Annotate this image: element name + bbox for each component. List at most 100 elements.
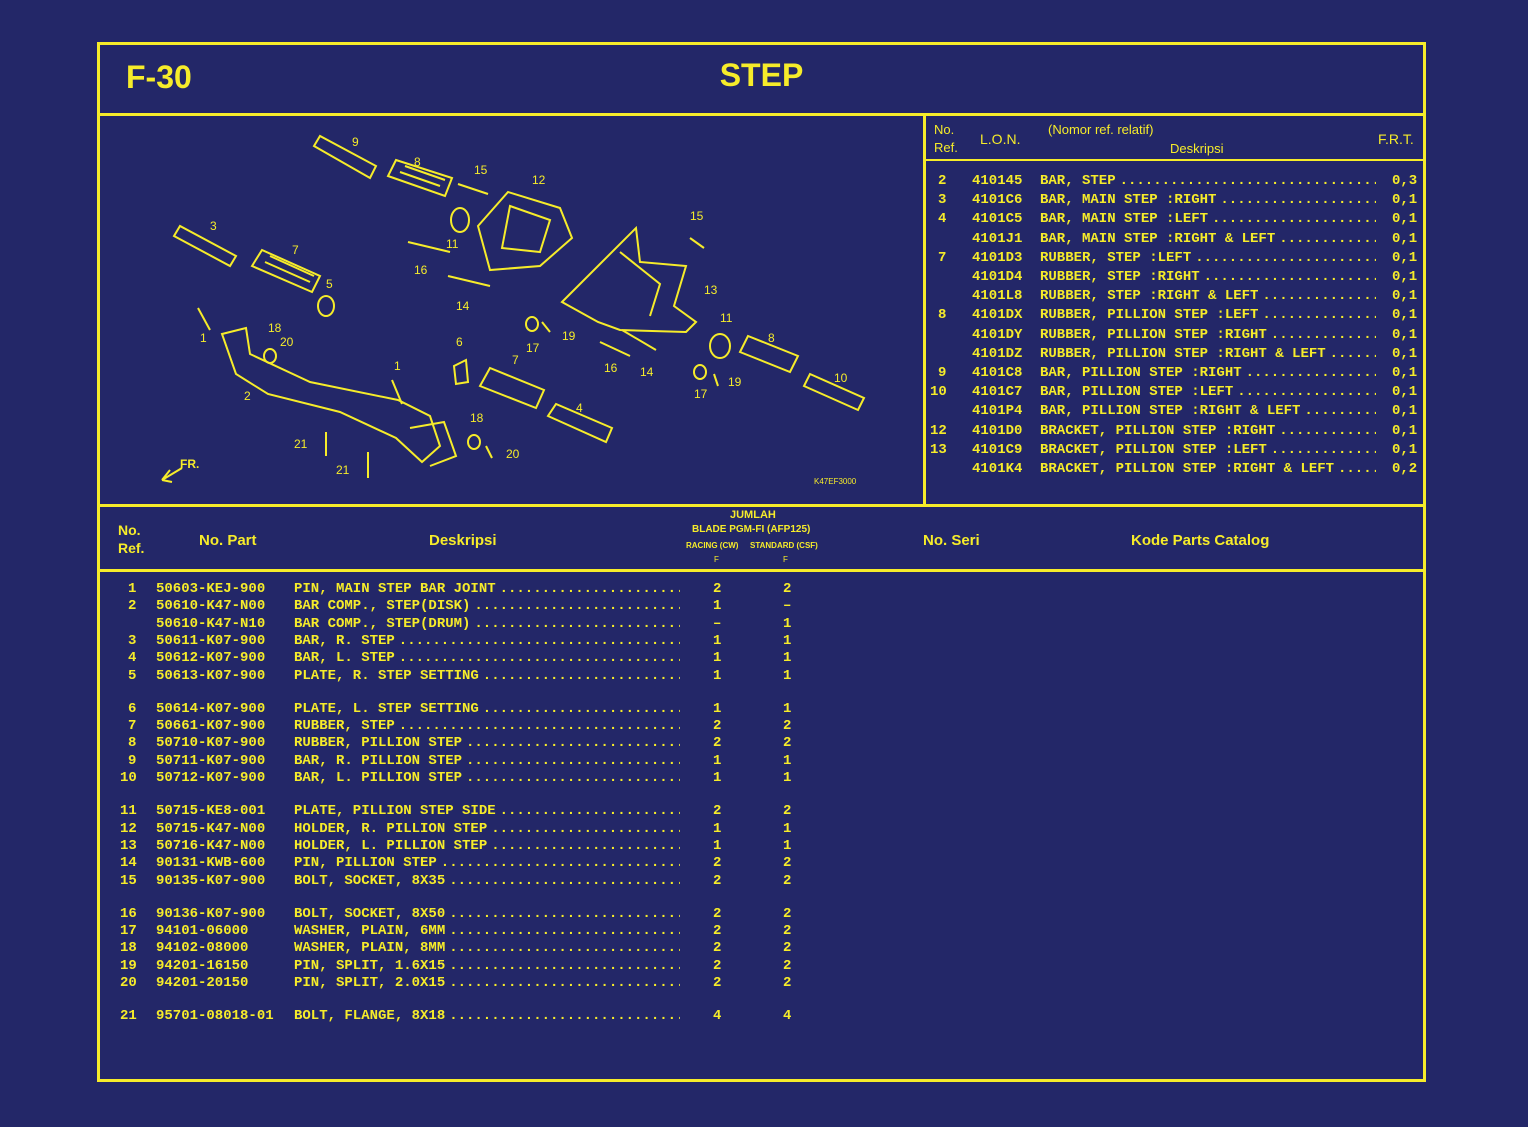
- qty-racing: 2: [713, 957, 722, 974]
- part-dots: ........................................…: [398, 650, 680, 667]
- part-number: 94101-06000: [156, 923, 249, 940]
- part-desc: PLATE, L. STEP SETTING: [294, 700, 479, 717]
- ref-desc: RUBBER, STEP :RIGHT: [1040, 269, 1200, 285]
- part-ref: 2: [128, 598, 137, 615]
- qty-standard: 4: [783, 1008, 792, 1025]
- ref-dots: ........................................…: [1220, 192, 1376, 209]
- qty-standard: 1: [783, 752, 792, 769]
- ref-dots: ........................................…: [1119, 173, 1376, 189]
- qty-standard: 2: [783, 923, 792, 940]
- ref-desc: RUBBER, STEP :LEFT: [1040, 249, 1192, 266]
- part-number: 94201-16150: [156, 957, 249, 974]
- section-divider: [100, 504, 1423, 507]
- ref-frt: 0,1: [1392, 326, 1418, 343]
- parts-header-model: BLADE PGM-FI (AFP125): [692, 524, 811, 535]
- callout-16b: 16: [604, 361, 618, 375]
- ref-desc: RUBBER, STEP :RIGHT & LEFT: [1040, 288, 1259, 305]
- part-ref: 13: [120, 837, 137, 854]
- part-ref: 4: [128, 650, 137, 667]
- callout-12: 12: [532, 173, 546, 187]
- diagram-code: K47EF3000: [814, 477, 857, 486]
- parts-header-seri: No. Seri: [923, 532, 980, 549]
- parts-header-ref: Ref.: [118, 540, 145, 556]
- ref-dots: ........................................…: [1279, 230, 1376, 247]
- ref-header-no: No.: [934, 122, 955, 137]
- part-number: 50603-KEJ-900: [156, 581, 266, 597]
- qty-racing: 2: [713, 581, 722, 597]
- ref-dots: ........................................…: [1338, 461, 1376, 477]
- ref-desc: BAR, MAIN STEP :RIGHT: [1040, 192, 1217, 209]
- ref-frt: 0,1: [1392, 345, 1418, 362]
- ref-no: 10: [930, 384, 947, 401]
- part-dots: ........................................…: [449, 905, 680, 922]
- callout-9: 9: [352, 135, 359, 149]
- callout-1: 1: [200, 331, 207, 345]
- qty-racing: 1: [713, 770, 722, 786]
- qty-standard: 2: [783, 975, 792, 991]
- qty-standard: 1: [783, 632, 792, 649]
- ref-lon: 4101D4: [972, 269, 1023, 285]
- qty-racing: 1: [713, 667, 722, 684]
- part-dots: ........................................…: [449, 957, 680, 974]
- qty-standard: 2: [783, 581, 792, 597]
- ref-desc: BAR, PILLION STEP :RIGHT: [1040, 365, 1242, 381]
- part-dots: ........................................…: [474, 598, 680, 615]
- part-desc: BAR, R. STEP: [294, 632, 395, 649]
- part-number: 50613-K07-900: [156, 667, 266, 684]
- ref-frt: 0,3: [1392, 173, 1418, 189]
- part-ref: 3: [128, 632, 137, 649]
- ref-lon: 4101K4: [972, 461, 1023, 477]
- ref-frt: 0,1: [1392, 192, 1418, 209]
- callout-6: 6: [456, 335, 463, 349]
- ref-lon: 4101C9: [972, 441, 1023, 458]
- parts-header-no: No.: [118, 522, 141, 538]
- part-desc: PIN, MAIN STEP BAR JOINT: [294, 581, 496, 597]
- qty-standard: 2: [783, 718, 792, 735]
- qty-standard: 1: [783, 770, 792, 786]
- part-dots: ........................................…: [449, 923, 680, 940]
- callout-4: 4: [576, 401, 583, 415]
- part-dots: ........................................…: [449, 872, 680, 889]
- ref-lon: 4101C8: [972, 365, 1023, 381]
- part-ref: 7: [128, 718, 137, 735]
- ref-frt: 0,1: [1392, 230, 1418, 247]
- part-dots: ........................................…: [449, 975, 680, 991]
- ref-dots: ........................................…: [1212, 211, 1376, 228]
- part-desc: BAR, R. PILLION STEP: [294, 752, 463, 769]
- qty-standard: 1: [783, 820, 792, 837]
- part-desc: BOLT, SOCKET, 8X50: [294, 905, 446, 922]
- qty-standard: 2: [783, 735, 792, 752]
- ref-dots: ........................................…: [1237, 384, 1376, 401]
- parts-table-body: 1 50603-KEJ-900 PIN, MAIN STEP BAR JOINT..…: [100, 581, 900, 1031]
- ref-desc: RUBBER, PILLION STEP :LEFT: [1040, 307, 1259, 324]
- qty-racing: 1: [713, 837, 722, 854]
- ref-desc: BRACKET, PILLION STEP :RIGHT & LEFT: [1040, 461, 1335, 477]
- part-ref: 10: [120, 770, 137, 786]
- ref-lon: 410145: [972, 173, 1023, 189]
- qty-standard: 2: [783, 957, 792, 974]
- part-ref: 5: [128, 667, 137, 684]
- callout-16: 16: [414, 263, 428, 277]
- ref-no: 7: [938, 249, 947, 266]
- ref-header-divider: [926, 159, 1423, 161]
- part-number: 50614-K07-900: [156, 700, 266, 717]
- part-dots: ........................................…: [449, 940, 680, 957]
- part-dots: ........................................…: [440, 855, 680, 872]
- callout-20b: 20: [506, 447, 520, 461]
- qty-racing: 1: [713, 820, 722, 837]
